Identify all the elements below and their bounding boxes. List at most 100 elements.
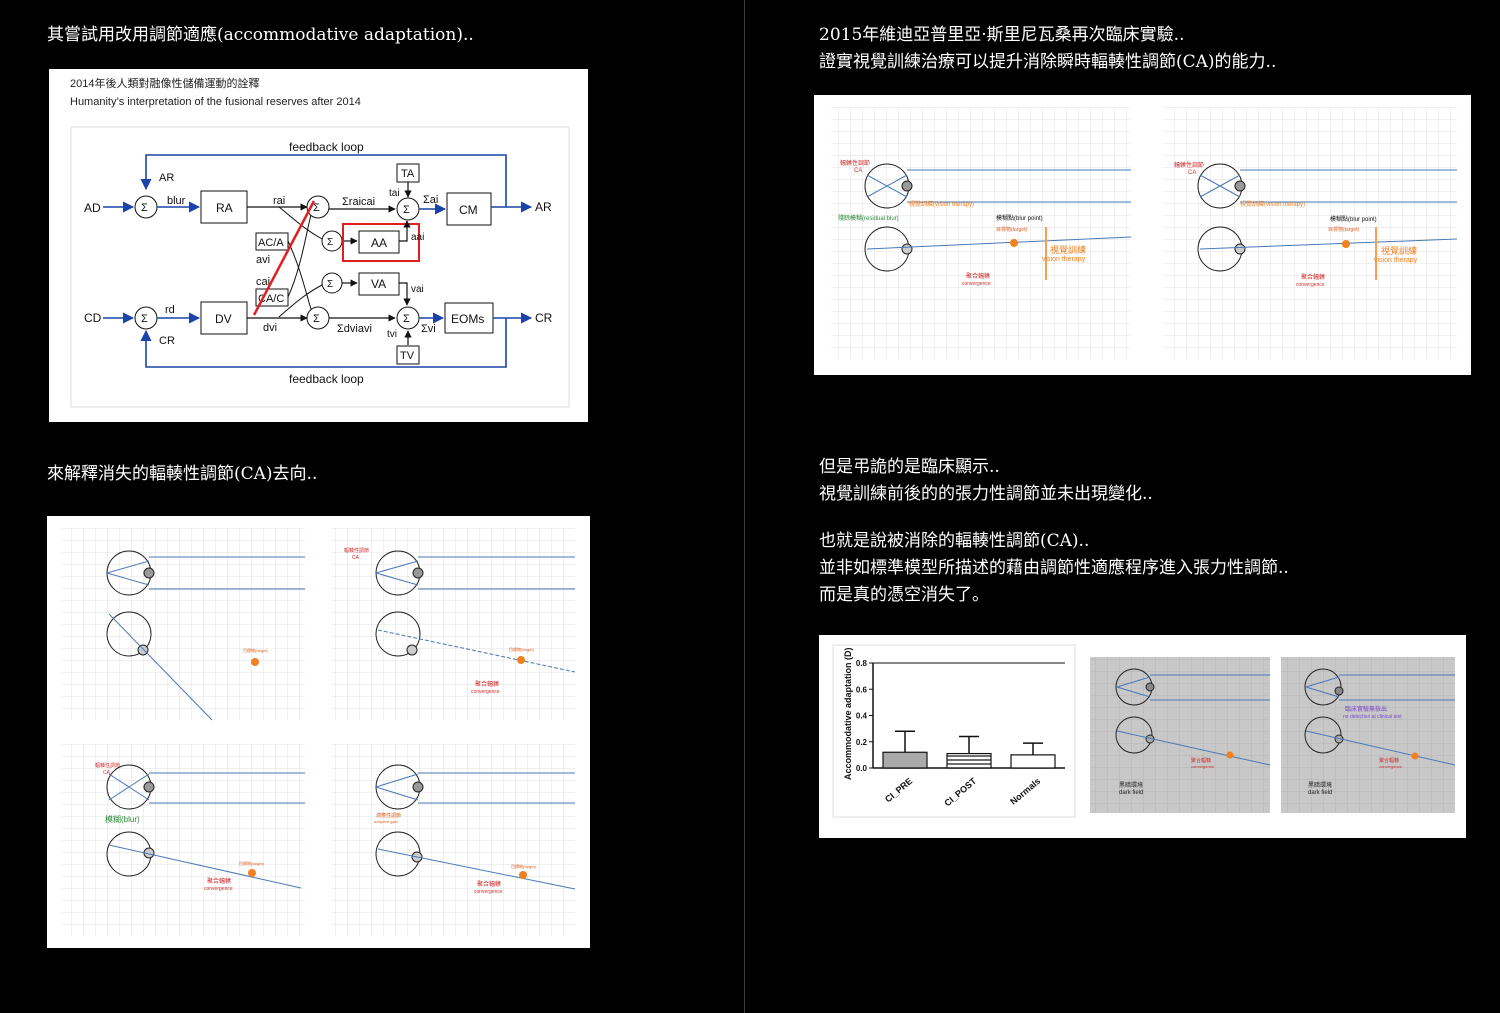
chart-y-tick-label: 0.4 [856, 712, 868, 721]
svg-text:CA: CA [352, 555, 360, 561]
center-divider [744, 0, 745, 1013]
svg-text:目標物(target): 目標物(target) [1328, 226, 1359, 233]
model-figure-panel: 2014年後人類對融像性儲備運動的詮釋 Humanity’s interpret… [49, 69, 588, 422]
label-CR-in: CR [159, 335, 175, 347]
chart-bar [946, 752, 992, 769]
label-vai: vai [411, 284, 424, 295]
chart-y-tick-label: 0.2 [856, 738, 868, 747]
label-VA: VA [371, 277, 386, 291]
svg-text:dark field: dark field [1308, 790, 1332, 796]
label-blur: blur [167, 195, 186, 207]
label-sum-vi: Σvi [421, 323, 436, 335]
cross-line-4 [287, 240, 312, 310]
svg-text:CA: CA [103, 770, 111, 776]
right-heading-line-1: 2015年維迪亞普里亞·斯里尼瓦桑再次臨床實驗.. [819, 25, 1185, 45]
box-RA [200, 190, 248, 224]
svg-text:dark field: dark field [1119, 790, 1143, 796]
svg-text:臨床實驗無檢出: 臨床實驗無檢出 [1345, 705, 1387, 713]
label-AD: AD [84, 201, 101, 215]
svg-text:適應性調節: 適應性調節 [376, 812, 401, 819]
eye-diagram-4: 適應性調節 adaptive gain 目標物(target) 聚合輻輳 con… [331, 744, 576, 936]
svg-text:convergence: convergence [1191, 764, 1215, 769]
svg-text:no detection at clinical test: no detection at clinical test [1343, 714, 1402, 720]
chart-y-tick-label: 0.8 [856, 659, 868, 668]
eye-diagram-3: 輻輳性調節 CA 模糊(blur) 目標物(target) 聚合輻輳 conve… [61, 744, 305, 936]
svg-text:殘餘模糊(residual blur): 殘餘模糊(residual blur) [838, 214, 899, 222]
box-DV [200, 301, 248, 335]
svg-text:視覺訓練(vision therapy): 視覺訓練(vision therapy) [909, 200, 974, 208]
svg-text:vision therapy: vision therapy [1042, 256, 1086, 263]
label-CM: CM [459, 203, 478, 217]
svg-text:CA: CA [854, 168, 862, 174]
svg-text:convergence: convergence [204, 886, 233, 892]
label-tvi: tvi [387, 329, 397, 340]
label-TV: TV [400, 350, 415, 362]
feedback-loop-bottom-path [140, 318, 507, 368]
sigma-8: Σ [403, 313, 410, 325]
cross-line-2 [278, 284, 323, 318]
chart-y-tick-label: 0.6 [856, 685, 868, 694]
sigma-5: Σ [327, 279, 333, 290]
svg-text:聚合輻輳: 聚合輻輳 [1379, 757, 1399, 764]
svg-text:convergence: convergence [474, 889, 503, 895]
label-TA: TA [401, 168, 415, 180]
label-rai: rai [273, 195, 285, 207]
svg-text:目標物(target): 目標物(target) [511, 863, 537, 869]
right-para-line-5: 而是真的憑空消失了。 [819, 585, 989, 605]
box-CM [446, 192, 492, 226]
vision-therapy-diagram-1: 輻輳性調節 CA 視覺訓練(vision therapy) 殘餘模糊(resid… [831, 107, 1132, 359]
label-CD: CD [84, 311, 102, 325]
box-TV [396, 345, 420, 365]
svg-text:聚合輻輳: 聚合輻輳 [475, 680, 499, 688]
label-AR-in: AR [159, 172, 174, 184]
left-heading-2: 來解釋消失的輻輳性調節(CA)去向.. [47, 464, 318, 484]
svg-text:convergence: convergence [1379, 764, 1403, 769]
label-DV: DV [215, 312, 232, 326]
diagram-frame [70, 126, 570, 408]
vision-therapy-diagram-2: 輻輳性調節 CA 視覺訓練(vision therapy) 目標物(target… [1163, 107, 1458, 359]
svg-text:黑暗環境: 黑暗環境 [1119, 781, 1143, 789]
box-EOMs [444, 302, 494, 334]
svg-text:CA: CA [1188, 170, 1196, 176]
sigma-6: Σ [141, 313, 148, 325]
sigma-1: Σ [141, 202, 148, 214]
label-AA: AA [371, 236, 387, 250]
eye-diagram-2: 輻輳性調節 CA 目標物(target) 聚合輻輳 convergence [331, 528, 576, 720]
svg-text:聚合輻輳: 聚合輻輳 [1301, 273, 1325, 281]
svg-text:視覺訓練(vision therapy): 視覺訓練(vision therapy) [1240, 200, 1305, 208]
control-model-diagram: 2014年後人類對融像性儲備運動的詮釋 Humanity’s interpret… [70, 76, 570, 408]
feedback-loop-bottom-label: feedback loop [289, 372, 364, 386]
sigma-3: Σ [403, 204, 410, 216]
svg-text:convergence: convergence [471, 689, 500, 695]
svg-text:輻輳性調節: 輻輳性調節 [840, 159, 870, 167]
right-para-line-2: 視覺訓練前後的的張力性調節並未出現變化.. [819, 484, 1153, 504]
label-sum-ai: Σai [423, 194, 438, 206]
label-EOMs: EOMs [451, 312, 484, 326]
dark-field-diagram-2: 臨床實驗無檢出 no detection at clinical test 聚合… [1281, 657, 1456, 813]
svg-text:vision therapy: vision therapy [1374, 257, 1418, 264]
dark-field-diagram-1: 聚合輻輳 convergence 黑暗環境 dark field [1090, 657, 1271, 813]
svg-text:convergence: convergence [1296, 282, 1325, 288]
right-para-line-3: 也就是說被消除的輻輳性調節(CA).. [819, 531, 1090, 551]
svg-text:模糊點(blur point): 模糊點(blur point) [996, 214, 1043, 222]
svg-text:adaptive gain: adaptive gain [374, 819, 398, 824]
label-tai: tai [389, 188, 400, 199]
feedback-loop-top-label: feedback loop [289, 140, 364, 154]
red-highlight-line [252, 200, 316, 316]
arrow-aai [399, 220, 411, 242]
eye-diagram-grid-panel: 目標物(target) 輻輳性調節 CA 目標物(target) 聚合輻輳 co… [47, 516, 590, 948]
svg-text:convergence: convergence [962, 281, 991, 287]
svg-text:聚合輻輳: 聚合輻輳 [207, 877, 231, 885]
svg-text:輻輳性調節: 輻輳性調節 [344, 547, 369, 554]
svg-text:輻輳性調節: 輻輳性調節 [95, 762, 120, 769]
svg-text:視覺訓練: 視覺訓練 [1050, 244, 1086, 255]
label-dvi: dvi [263, 322, 277, 334]
arrow-vai [399, 282, 411, 306]
svg-text:視覺訓練: 視覺訓練 [1381, 245, 1417, 256]
box-AA [358, 230, 400, 254]
box-VA [358, 272, 400, 296]
vision-therapy-diagrams: 輻輳性調節 CA 視覺訓練(vision therapy) 殘餘模糊(resid… [831, 107, 1458, 359]
chart-bar [882, 751, 928, 769]
label-AR-out: AR [535, 200, 552, 214]
